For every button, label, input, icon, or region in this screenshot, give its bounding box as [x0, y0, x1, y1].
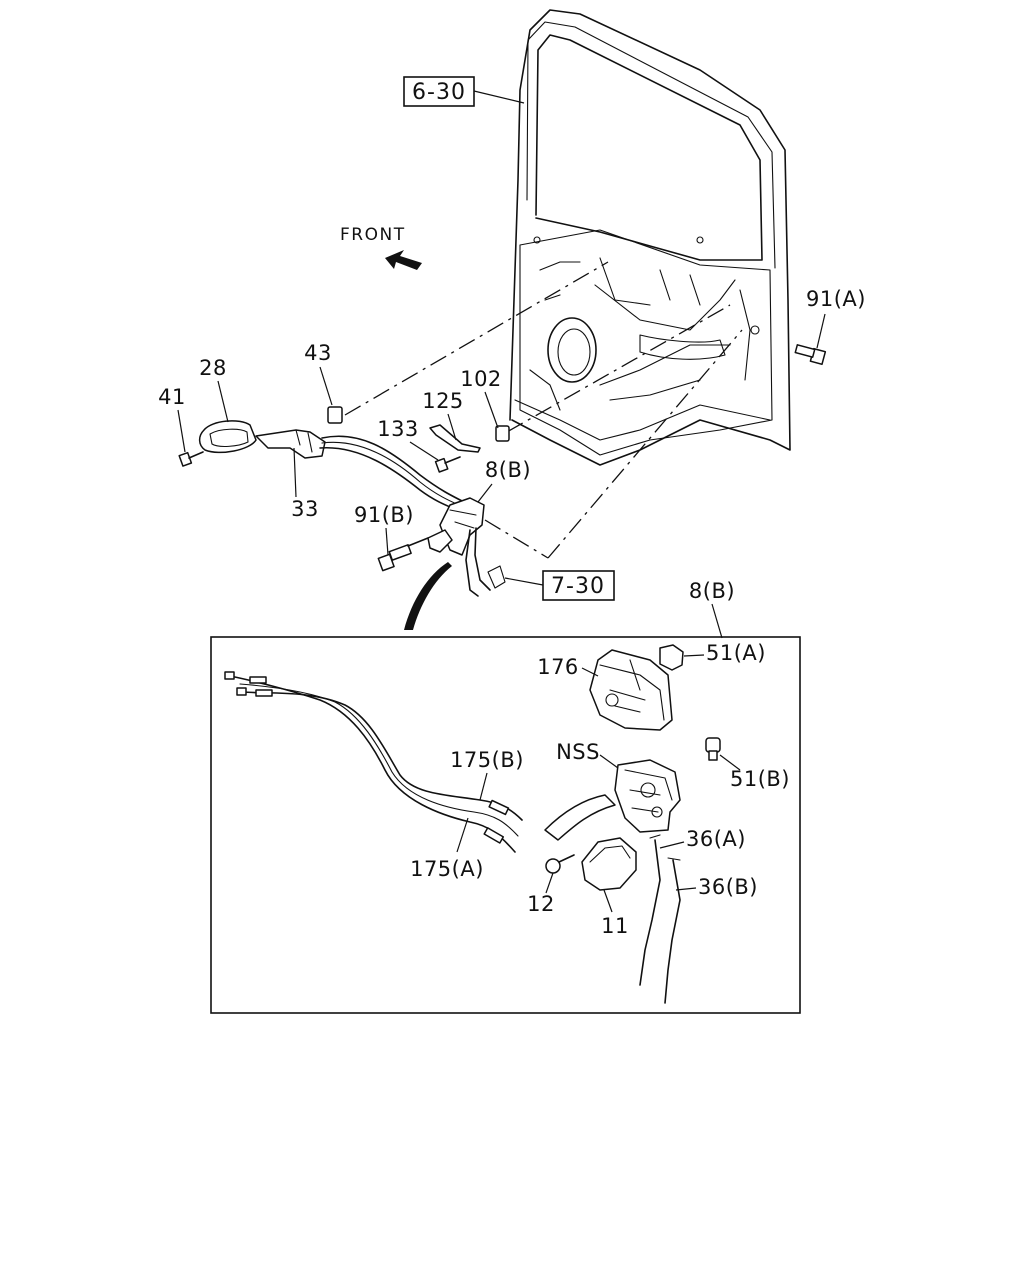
cable-fitting	[488, 799, 510, 816]
label-133: 133	[377, 417, 419, 441]
cable-end	[224, 671, 235, 680]
label-36a: 36(A)	[686, 827, 746, 851]
ref-box-door[interactable]: 6-30	[403, 76, 525, 107]
handle-cable-upper	[321, 435, 471, 506]
label-8b-top: 8(B)	[485, 458, 531, 482]
panel-hole	[750, 325, 760, 335]
latch-details-main	[624, 769, 673, 813]
cable-end	[236, 687, 247, 696]
rod-b-small	[474, 527, 491, 591]
door-frame-line	[526, 21, 776, 269]
latch-pivot	[651, 806, 663, 818]
front-label: FRONT	[340, 225, 406, 245]
latch-lever-arm	[544, 794, 616, 841]
detail-leader	[711, 603, 723, 639]
label-102: 102	[460, 367, 502, 391]
detail-box	[210, 636, 801, 1014]
speaker-opening	[547, 317, 597, 383]
projection-lines	[344, 261, 743, 559]
ref-box-latch-frame	[542, 570, 615, 601]
ref-door-leader	[473, 90, 525, 104]
label-41: 41	[158, 385, 186, 409]
part-102-clip[interactable]	[495, 425, 510, 442]
rod-clip-small	[487, 565, 506, 589]
cable-fitting	[255, 689, 273, 697]
ref-box-latch[interactable]: 7-30	[504, 570, 615, 601]
door-frame-inner	[535, 34, 763, 261]
label-nss: NSS	[556, 740, 600, 764]
detail-contents	[224, 644, 721, 1004]
door-lower-panel	[514, 399, 771, 441]
label-36b: 36(B)	[698, 875, 758, 899]
panel-hole	[533, 236, 541, 244]
part-133-screw[interactable]	[434, 456, 461, 473]
part-91a-bolt[interactable]	[794, 344, 827, 366]
label-125: 125	[422, 389, 464, 413]
label-175b: 175(B)	[450, 748, 524, 772]
label-11: 11	[601, 914, 629, 938]
label-91b: 91(B)	[354, 503, 414, 527]
label-28: 28	[199, 356, 227, 380]
escutcheon-inner	[209, 428, 249, 447]
cover-details	[589, 845, 631, 863]
label-8b-detail: 8(B)	[689, 579, 735, 603]
lock-actuator-small	[427, 529, 453, 553]
cable-fitting	[483, 827, 505, 844]
part-12-screw[interactable]	[545, 854, 575, 874]
part-11-cover[interactable]	[581, 837, 637, 891]
latch-pivot	[640, 782, 656, 798]
door-frame-outer	[509, 9, 791, 466]
part-176-actuator[interactable]	[589, 649, 673, 731]
label-175a: 175(A)	[410, 857, 484, 881]
label-12: 12	[527, 892, 555, 916]
panel-hole	[696, 236, 704, 244]
part-36b-rod[interactable]	[664, 859, 681, 1004]
panel-ribs	[529, 257, 751, 411]
part-175a-cable[interactable]	[229, 675, 516, 853]
door-inner-panel	[519, 229, 773, 456]
part-175b-cable[interactable]	[241, 691, 523, 821]
front-indicator: FRONT	[340, 225, 422, 270]
door-handle-recess	[639, 334, 726, 360]
detail-labels: 176 51(A) 51(B) NSS 175(B) 175(A) 36(A) …	[410, 641, 790, 938]
label-91a: 91(A)	[806, 287, 866, 311]
door-assembly	[509, 9, 791, 466]
ref-door-label: 6-30	[412, 80, 466, 105]
ref-latch-label: 7-30	[551, 574, 605, 599]
part-51b-clip[interactable]	[705, 737, 721, 761]
label-33: 33	[291, 497, 319, 521]
cable-fitting	[249, 676, 267, 684]
part-33-inside-handle[interactable]	[255, 429, 326, 459]
latch-details	[449, 509, 477, 529]
actuator-details	[599, 659, 665, 721]
rod-a-small	[465, 529, 479, 597]
part-51a-clip[interactable]	[659, 644, 684, 671]
front-arrow-icon	[385, 250, 422, 270]
handle-details	[295, 429, 313, 453]
label-51b: 51(B)	[730, 767, 790, 791]
part-41-screw[interactable]	[178, 451, 204, 467]
detail-pointer-arrow	[404, 562, 452, 630]
label-43: 43	[304, 341, 332, 365]
part-36a-rod[interactable]	[639, 839, 661, 986]
actuator-boss	[605, 693, 619, 707]
part-43-clip[interactable]	[327, 406, 343, 424]
label-176: 176	[537, 655, 579, 679]
part-91b-bolt[interactable]	[377, 537, 429, 572]
label-51a: 51(A)	[706, 641, 766, 665]
top-labels: 41 28 43 33 133 125 102 8(B) 91(B) 91(A)	[158, 287, 866, 556]
speaker-opening-inner	[557, 328, 591, 376]
